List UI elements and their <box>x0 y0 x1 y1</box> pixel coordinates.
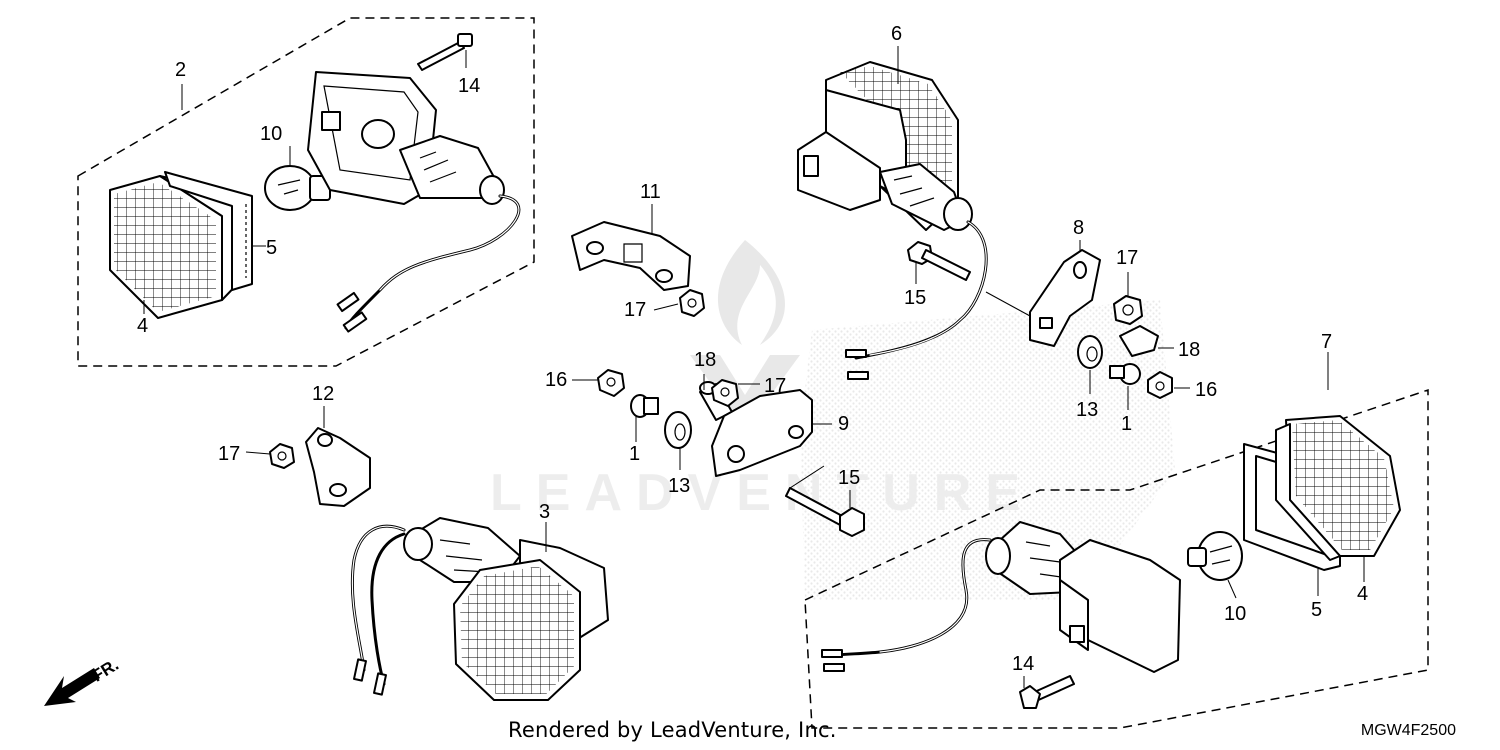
callout-15: 15 <box>904 287 926 309</box>
housing-upper-left[interactable] <box>307 71 505 205</box>
callout-1: 1 <box>629 443 640 465</box>
callout-14: 14 <box>458 75 480 97</box>
callout-labels: 2 14 10 5 4 11 17 6 8 17 15 18 13 1 16 7… <box>137 23 1368 675</box>
callout-17: 17 <box>764 375 786 397</box>
callout-8: 8 <box>1073 217 1084 239</box>
callout-5: 5 <box>1311 599 1322 621</box>
callout-7: 7 <box>1321 331 1332 353</box>
callout-2: 2 <box>175 59 186 81</box>
group-outline-7 <box>804 388 1429 729</box>
gasket-upper-left[interactable] <box>164 171 253 291</box>
callout-16: 16 <box>1195 379 1217 401</box>
callout-15: 15 <box>838 467 860 489</box>
callout-1: 1 <box>1121 413 1132 435</box>
svg-text:LEADVENTURE: LEADVENTURE <box>490 464 1034 522</box>
lens-lower-left[interactable] <box>453 559 581 701</box>
bracket-9[interactable] <box>711 389 813 477</box>
grommet-13-left[interactable] <box>664 411 692 449</box>
callout-4: 4 <box>1357 583 1368 605</box>
callout-18: 18 <box>1178 339 1200 361</box>
bracket-12[interactable] <box>305 427 371 507</box>
grommet-13-right[interactable] <box>1077 335 1103 369</box>
housing-lower-right[interactable] <box>985 521 1181 673</box>
callout-11: 11 <box>640 181 661 203</box>
callout-10: 10 <box>1224 603 1246 625</box>
callout-10: 10 <box>260 123 282 145</box>
collar-1-left[interactable] <box>630 394 659 418</box>
watermark: LEADVENTURE <box>490 240 1175 600</box>
front-direction-arrow <box>44 668 100 706</box>
nut-17-d[interactable] <box>269 443 295 469</box>
footer-credit: Rendered by LeadVenture, Inc. <box>508 718 837 742</box>
callout-14: 14 <box>1012 653 1034 675</box>
diagram-code: MGW4F2500 <box>1360 722 1456 739</box>
screw-14-upper[interactable] <box>417 33 473 71</box>
leader-lines <box>143 46 1365 688</box>
lens-lower-right[interactable] <box>1275 415 1401 561</box>
callout-3: 3 <box>539 501 550 523</box>
callout-17: 17 <box>218 443 240 465</box>
callout-12: 12 <box>312 383 334 405</box>
wire-upper-left <box>344 194 521 330</box>
callout-17: 17 <box>1116 247 1138 269</box>
callout-4: 4 <box>137 315 148 337</box>
callout-13: 13 <box>1076 399 1098 421</box>
callout-17: 17 <box>624 299 646 321</box>
bulb-lower-right[interactable] <box>1187 531 1243 581</box>
callout-16: 16 <box>545 369 567 391</box>
callout-5: 5 <box>266 237 277 259</box>
nut-17-c[interactable] <box>711 379 739 407</box>
bracket-11[interactable] <box>571 221 691 291</box>
bolt-15-lower[interactable] <box>785 487 865 537</box>
nut-16-left[interactable] <box>597 369 625 397</box>
group-outline-2 <box>77 17 535 367</box>
nut-17-b[interactable] <box>1113 295 1143 325</box>
callout-9: 9 <box>838 413 849 435</box>
bracket-8[interactable] <box>1029 249 1101 347</box>
callout-6: 6 <box>891 23 902 45</box>
collar-18-right[interactable] <box>1119 325 1159 357</box>
bolt-15-upper[interactable] <box>907 241 971 281</box>
housing-upper-right[interactable] <box>879 163 973 231</box>
callout-18: 18 <box>694 349 716 371</box>
nut-16-right[interactable] <box>1147 371 1173 399</box>
nut-17-a[interactable] <box>679 289 705 317</box>
callout-13: 13 <box>668 475 690 497</box>
screw-14-lower[interactable] <box>1019 675 1075 709</box>
collar-1-right[interactable] <box>1109 363 1141 385</box>
